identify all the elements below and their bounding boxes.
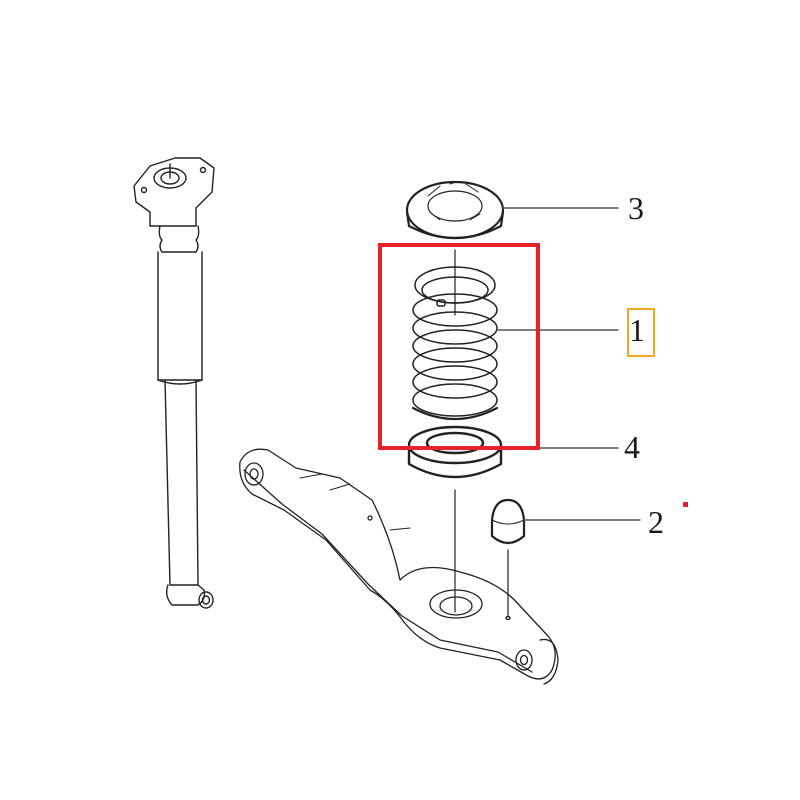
upper-spring-seat (405, 180, 505, 240)
callout-4: 4 (624, 429, 640, 465)
callout-1: 1 (629, 312, 645, 348)
callout-3: 3 (628, 190, 644, 226)
coil-spring (411, 249, 499, 421)
coil-spring-highlight-box (378, 243, 540, 450)
marker-dot (683, 502, 688, 507)
lower-spring-seat (407, 425, 503, 479)
callout-1-highlight-box (627, 308, 655, 357)
lower-control-arm (239, 448, 559, 685)
bump-stop (490, 498, 526, 545)
shock-absorber (133, 157, 215, 609)
callout-2: 2 (648, 504, 664, 540)
